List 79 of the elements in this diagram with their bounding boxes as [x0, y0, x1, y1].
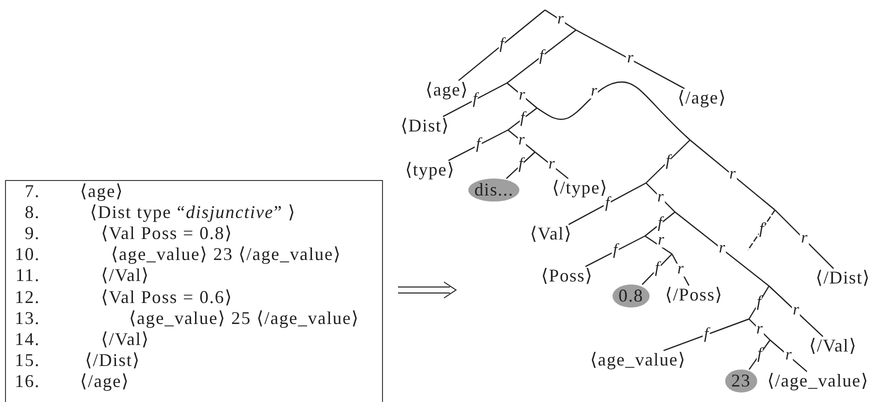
tag-label: ⟨Val⟩	[530, 224, 572, 244]
edge-label: f	[654, 262, 660, 276]
tag-label: ⟨/type⟩	[552, 178, 608, 198]
line-number: 11.	[15, 266, 40, 286]
line-number: 15.	[14, 351, 40, 371]
edge-label: f	[604, 197, 611, 210]
branch-label: r	[518, 89, 526, 102]
edge-label: f	[472, 93, 478, 106]
branch-label: f	[656, 218, 664, 230]
code-line: ⟨Val Poss = 0.6⟩	[101, 288, 233, 308]
tag-label: ⟨Poss⟩	[541, 266, 593, 286]
code-line: ⟨/Val⟩	[101, 266, 150, 286]
line-number: 8.	[24, 202, 40, 223]
code-line: ⟨/Val⟩	[101, 330, 150, 350]
code-line: ⟨/age⟩	[80, 372, 130, 392]
branch-label: f	[664, 155, 672, 168]
code-line: ⟨age⟩	[80, 182, 124, 202]
line-number: 10.	[14, 245, 40, 266]
edge-label: r	[792, 304, 800, 318]
branch-line	[442, 82, 508, 118]
branch-label: r	[656, 191, 665, 204]
line-number: 9.	[24, 224, 40, 244]
tag-label: ⟨type⟩	[405, 160, 455, 180]
tag-label: ⟨Dist⟩	[400, 116, 450, 136]
branch-line	[506, 152, 536, 179]
edge-label: r	[800, 232, 808, 246]
edge-label: f	[756, 348, 763, 362]
value-ellipse: 23	[725, 370, 757, 392]
edge-label: f	[517, 158, 524, 172]
code-listing-box	[5, 180, 383, 402]
tag-label: ⟨/Dist⟩	[816, 268, 870, 288]
edge-label: r	[547, 158, 556, 172]
code-line: ⟨Dist type “disjunctive” ⟩	[90, 202, 296, 223]
tag-label: ⟨age⟩	[425, 80, 469, 100]
edge-label: f	[612, 244, 618, 258]
tag-label: ⟨age_value⟩	[590, 350, 686, 370]
branch-line	[770, 340, 808, 372]
value-ellipse: dis...	[468, 178, 520, 202]
branch-label: r	[755, 323, 764, 336]
branch-line	[642, 254, 672, 285]
tag-label: ⟨/age_value⟩	[767, 372, 869, 390]
tag-label: ⟨/Poss⟩	[665, 286, 723, 304]
line-number: 7.	[24, 182, 40, 202]
code-line: ⟨age_value⟩ 23 ⟨/age_value⟩	[111, 245, 342, 266]
line-number: 13.	[14, 308, 40, 329]
branch-line	[663, 318, 750, 352]
branch-label: r	[728, 168, 737, 182]
branch-label: r	[590, 86, 598, 98]
line-number: 16.	[14, 372, 40, 392]
edge-label: r	[784, 349, 793, 362]
branch-line	[458, 10, 546, 82]
branch-label: f	[538, 50, 545, 63]
branch-label: f	[519, 112, 526, 126]
code-line: ⟨age_value⟩ 25 ⟨/age_value⟩	[129, 308, 360, 329]
branch-line	[585, 235, 646, 268]
edge-label: f	[498, 38, 505, 52]
edge-label: f	[474, 138, 482, 152]
code-line: ⟨Val Poss = 0.8⟩	[101, 224, 233, 244]
line-number: 12.	[14, 288, 40, 308]
branch-label: r	[556, 14, 565, 26]
branch-line	[768, 286, 824, 337]
branch-line	[568, 182, 646, 226]
edge-label: f	[703, 328, 710, 342]
line-number: 14.	[14, 330, 40, 350]
branch-line	[576, 29, 685, 90]
tag-label: ⟨/age⟩	[678, 88, 726, 108]
branch-label: r	[517, 134, 526, 148]
code-line: ⟨/Dist⟩	[85, 351, 140, 371]
branch-line	[448, 129, 508, 162]
branch-line	[534, 152, 569, 180]
value-ellipse: 0.8	[612, 284, 650, 308]
edge-label: r	[676, 263, 685, 276]
branch-label: r	[718, 242, 726, 256]
branch-label: f	[758, 224, 765, 236]
branch-label: r	[656, 234, 666, 248]
tag-label: ⟨/Val⟩	[809, 336, 857, 356]
branch-line	[774, 210, 834, 269]
branch-label: f	[756, 296, 762, 309]
branch-line	[671, 254, 690, 286]
